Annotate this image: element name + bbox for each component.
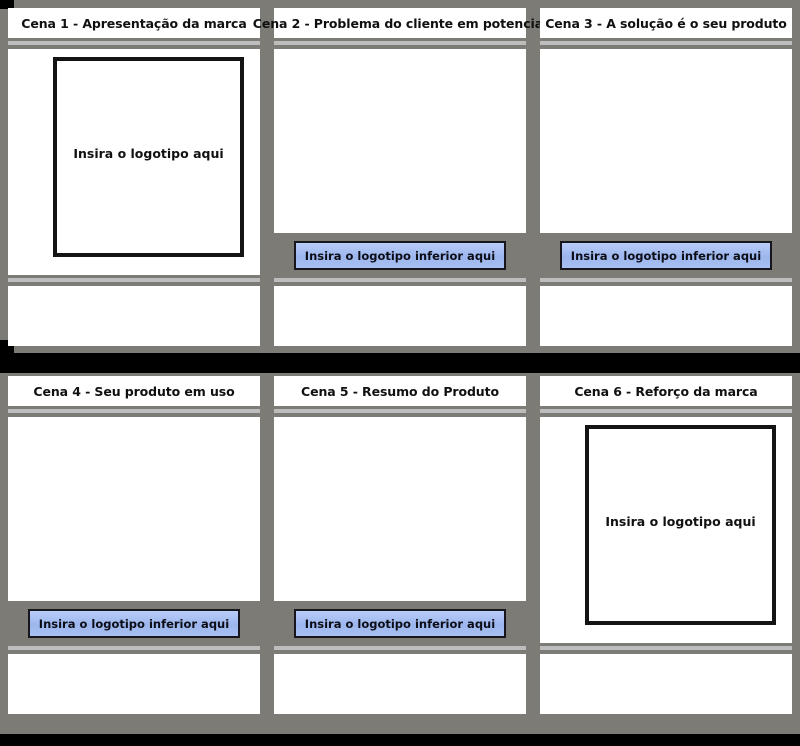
title-divider xyxy=(540,38,792,49)
foot-divider xyxy=(540,643,792,654)
bottom-logo-placeholder[interactable]: Insira o logotipo inferior aqui xyxy=(560,241,772,270)
scene-title-cena-2: Cena 2 - Problema do cliente em potencia… xyxy=(253,8,547,38)
bottom-logo-label: Insira o logotipo inferior aqui xyxy=(304,248,496,263)
logo-placeholder-label: Insira o logotipo aqui xyxy=(73,145,224,161)
bottom-logo-placeholder[interactable]: Insira o logotipo inferior aqui xyxy=(294,609,506,638)
foot-divider xyxy=(540,275,792,286)
foot-divider xyxy=(8,275,260,286)
scene-card-cena-4[interactable]: Cena 4 - Seu produto em uso Insira o log… xyxy=(8,376,260,714)
scene-card-cena-3[interactable]: Cena 3 - A solução é o seu produto Insir… xyxy=(540,8,792,346)
scene-body-cena-3[interactable]: Insira o logotipo inferior aqui Link aqu… xyxy=(540,49,792,275)
foot-divider xyxy=(274,643,526,654)
scene-body-cena-6[interactable]: Insira o logotipo aqui xyxy=(540,417,792,643)
scene-notes-panel-cena-5[interactable] xyxy=(274,654,526,714)
scene-notes-panel-cena-1[interactable] xyxy=(8,286,260,346)
scene-card-cena-2[interactable]: Cena 2 - Problema do cliente em potencia… xyxy=(253,8,547,346)
scene-title-cena-4: Cena 4 - Seu produto em uso xyxy=(8,376,260,406)
scene-title-cena-3: Cena 3 - A solução é o seu produto xyxy=(540,8,792,38)
scene-body-cena-5[interactable]: Insira o logotipo inferior aqui Link aqu… xyxy=(274,417,526,643)
bottom-frame-band xyxy=(0,734,800,746)
title-divider xyxy=(274,38,526,49)
scene-card-cena-1[interactable]: Cena 1 - Apresentação da marca Insira o … xyxy=(8,8,260,346)
scene-body-cena-4[interactable]: Insira o logotipo inferior aqui Link aqu… xyxy=(8,417,260,643)
logo-placeholder-box[interactable]: Insira o logotipo aqui xyxy=(585,425,776,625)
bottom-logo-label: Insira o logotipo inferior aqui xyxy=(304,616,496,631)
logo-placeholder-box[interactable]: Insira o logotipo aqui xyxy=(53,57,244,257)
foot-divider xyxy=(8,643,260,654)
row-separator-band xyxy=(0,353,800,373)
scene-notes-panel-cena-2[interactable] xyxy=(274,286,526,346)
scene-title-cena-5: Cena 5 - Resumo do Produto xyxy=(274,376,526,406)
scene-artboard[interactable] xyxy=(274,49,526,233)
frame-corner-mark xyxy=(0,0,14,9)
title-divider xyxy=(540,406,792,417)
scene-body-cena-2[interactable]: Insira o logotipo inferior aqui Link aqu… xyxy=(274,49,526,275)
title-divider xyxy=(8,406,260,417)
scene-card-cena-6[interactable]: Cena 6 - Reforço da marca Insira o logot… xyxy=(540,376,792,714)
bottom-logo-label: Insira o logotipo inferior aqui xyxy=(38,616,230,631)
scene-notes-panel-cena-4[interactable] xyxy=(8,654,260,714)
title-divider xyxy=(274,406,526,417)
scene-notes-panel-cena-6[interactable] xyxy=(540,654,792,714)
scene-title-cena-6: Cena 6 - Reforço da marca xyxy=(540,376,792,406)
bottom-logo-label: Insira o logotipo inferior aqui xyxy=(570,248,762,263)
scene-title-cena-1: Cena 1 - Apresentação da marca xyxy=(8,8,260,38)
logo-placeholder-label: Insira o logotipo aqui xyxy=(605,513,756,529)
scene-notes-panel-cena-3[interactable] xyxy=(540,286,792,346)
scene-body-cena-1[interactable]: Insira o logotipo aqui xyxy=(8,49,260,275)
bottom-logo-placeholder[interactable]: Insira o logotipo inferior aqui xyxy=(28,609,240,638)
foot-divider xyxy=(274,275,526,286)
bottom-logo-placeholder[interactable]: Insira o logotipo inferior aqui xyxy=(294,241,506,270)
scene-artboard[interactable] xyxy=(8,417,260,601)
scene-card-cena-5[interactable]: Cena 5 - Resumo do Produto Insira o logo… xyxy=(274,376,526,714)
scene-artboard[interactable] xyxy=(274,417,526,601)
title-divider xyxy=(8,38,260,49)
scene-artboard[interactable] xyxy=(540,49,792,233)
